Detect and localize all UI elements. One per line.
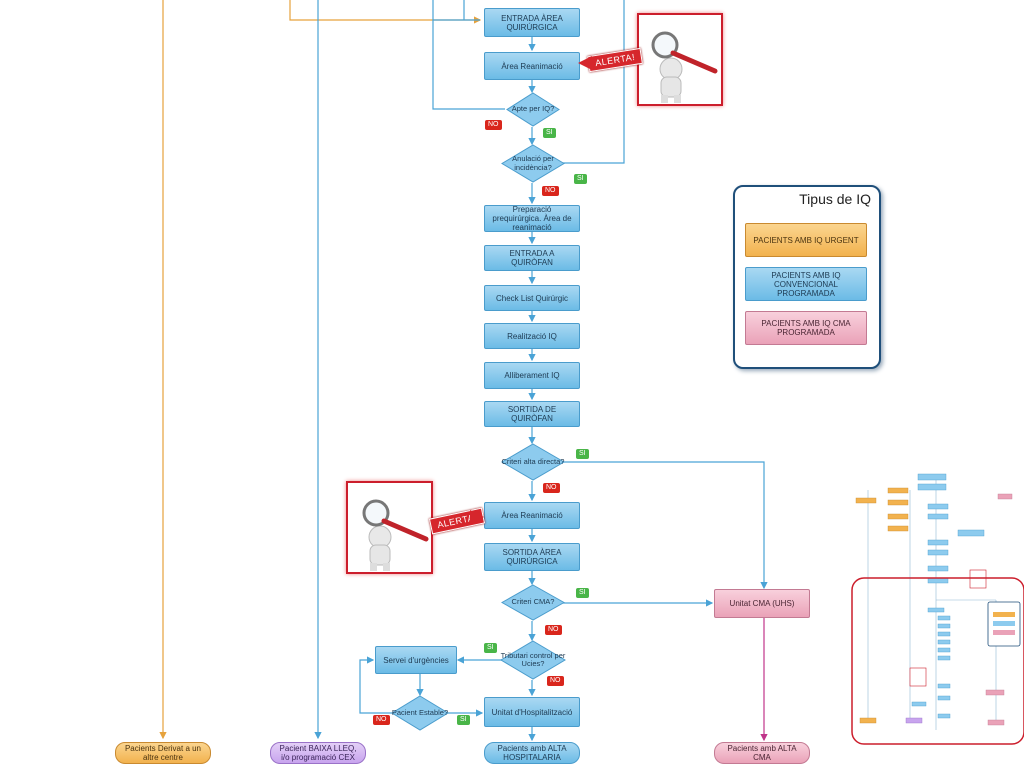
- criteri-alta-decision[interactable]: Criteri alta directa?: [501, 443, 565, 481]
- magnifier-figure-icon: [651, 31, 718, 103]
- pacient-baixa-lleq-terminal[interactable]: Pacient BAIXA LLEQ, i/o programació CEX: [270, 742, 366, 764]
- no-tag: NO: [545, 625, 562, 635]
- no-tag: NO: [485, 120, 502, 130]
- alert-arrow-icon: [470, 510, 484, 524]
- legend-convencional-item: PACIENTS AMB IQ CONVENCIONAL PROGRAMADA: [745, 267, 867, 301]
- si-tag: SI: [484, 643, 497, 653]
- legend-title: Tipus de IQ: [799, 191, 871, 207]
- tributari-ucies-decision[interactable]: Tributari control per Ucies?: [500, 640, 566, 680]
- alert-arrow-icon: [578, 56, 592, 70]
- si-tag: SI: [457, 715, 470, 725]
- magnifier-figure-icon: [362, 499, 429, 571]
- si-tag: SI: [543, 128, 556, 138]
- apte-iq-decision[interactable]: Apte per IQ?: [506, 92, 560, 127]
- no-tag: NO: [547, 676, 564, 686]
- alert-image-frame: [637, 13, 723, 106]
- sortida-area-quirurgica-node[interactable]: SORTIDA ÀREA QUIRÚRGICA: [484, 543, 580, 571]
- legend-panel: Tipus de IQ PACIENTS AMB IQ URGENT PACIE…: [733, 185, 881, 369]
- apte-iq-label: Apte per IQ?: [511, 104, 555, 114]
- no-tag: NO: [542, 186, 559, 196]
- legend-cma-item: PACIENTS AMB IQ CMA PROGRAMADA: [745, 311, 867, 345]
- no-tag: NO: [543, 483, 560, 493]
- anulacio-label: Anulació per incidència?: [512, 154, 554, 172]
- area-reanimacio-2-node[interactable]: Àrea Reanimació: [484, 502, 580, 529]
- si-tag: SI: [576, 449, 589, 459]
- criteri-alta-label: Criteri alta directa?: [501, 456, 565, 466]
- entrada-quirofan-node[interactable]: ENTRADA A QUIRÒFAN: [484, 245, 580, 271]
- pacient-estable-decision[interactable]: Pacient Estable?: [391, 695, 449, 731]
- unitat-hospitalitzacio-node[interactable]: Unitat d'Hospitalització: [484, 697, 580, 727]
- alta-cma-terminal[interactable]: Pacients amb ALTA CMA: [714, 742, 810, 764]
- criteri-cma-decision[interactable]: Criteri CMA?: [501, 584, 565, 621]
- tributari-label: Tributari control per Ucies?: [500, 650, 566, 668]
- si-tag: SI: [576, 588, 589, 598]
- alta-hospitalaria-terminal[interactable]: Pacients amb ALTA HOSPITALARIA: [484, 742, 580, 764]
- pacient-estable-label: Pacient Estable?: [391, 707, 449, 717]
- unitat-cma-node[interactable]: Unitat CMA (UHS): [714, 589, 810, 618]
- no-tag: NO: [373, 715, 390, 725]
- anulacio-decision[interactable]: Anulació per incidència?: [501, 144, 565, 183]
- alert-image-frame: [346, 481, 433, 574]
- servei-urgencies-node[interactable]: Servei d'urgències: [375, 646, 457, 674]
- legend-urgent-item: PACIENTS AMB IQ URGENT: [745, 223, 867, 257]
- entrada-area-quirurgica-node[interactable]: ENTRADA ÀREA QUIRÚRGICA: [484, 8, 580, 37]
- pacient-derivat-terminal[interactable]: Pacients Derivat a un altre centre: [115, 742, 211, 764]
- preparacio-prequirurgica-node[interactable]: Preparació prequirúrgica. Àrea de reanim…: [484, 205, 580, 232]
- criteri-cma-label: Criteri CMA?: [511, 597, 555, 607]
- overview-thumbnail[interactable]: [848, 470, 1024, 746]
- realitzacio-iq-node[interactable]: Realització IQ: [484, 323, 580, 349]
- area-reanimacio-node[interactable]: Àrea Reanimació: [484, 52, 580, 80]
- si-tag: SI: [574, 174, 587, 184]
- sortida-quirofan-node[interactable]: SORTIDA DE QUIRÒFAN: [484, 401, 580, 427]
- alliberament-iq-node[interactable]: Alliberament IQ: [484, 362, 580, 389]
- check-list-node[interactable]: Check List Quirúrgic: [484, 285, 580, 311]
